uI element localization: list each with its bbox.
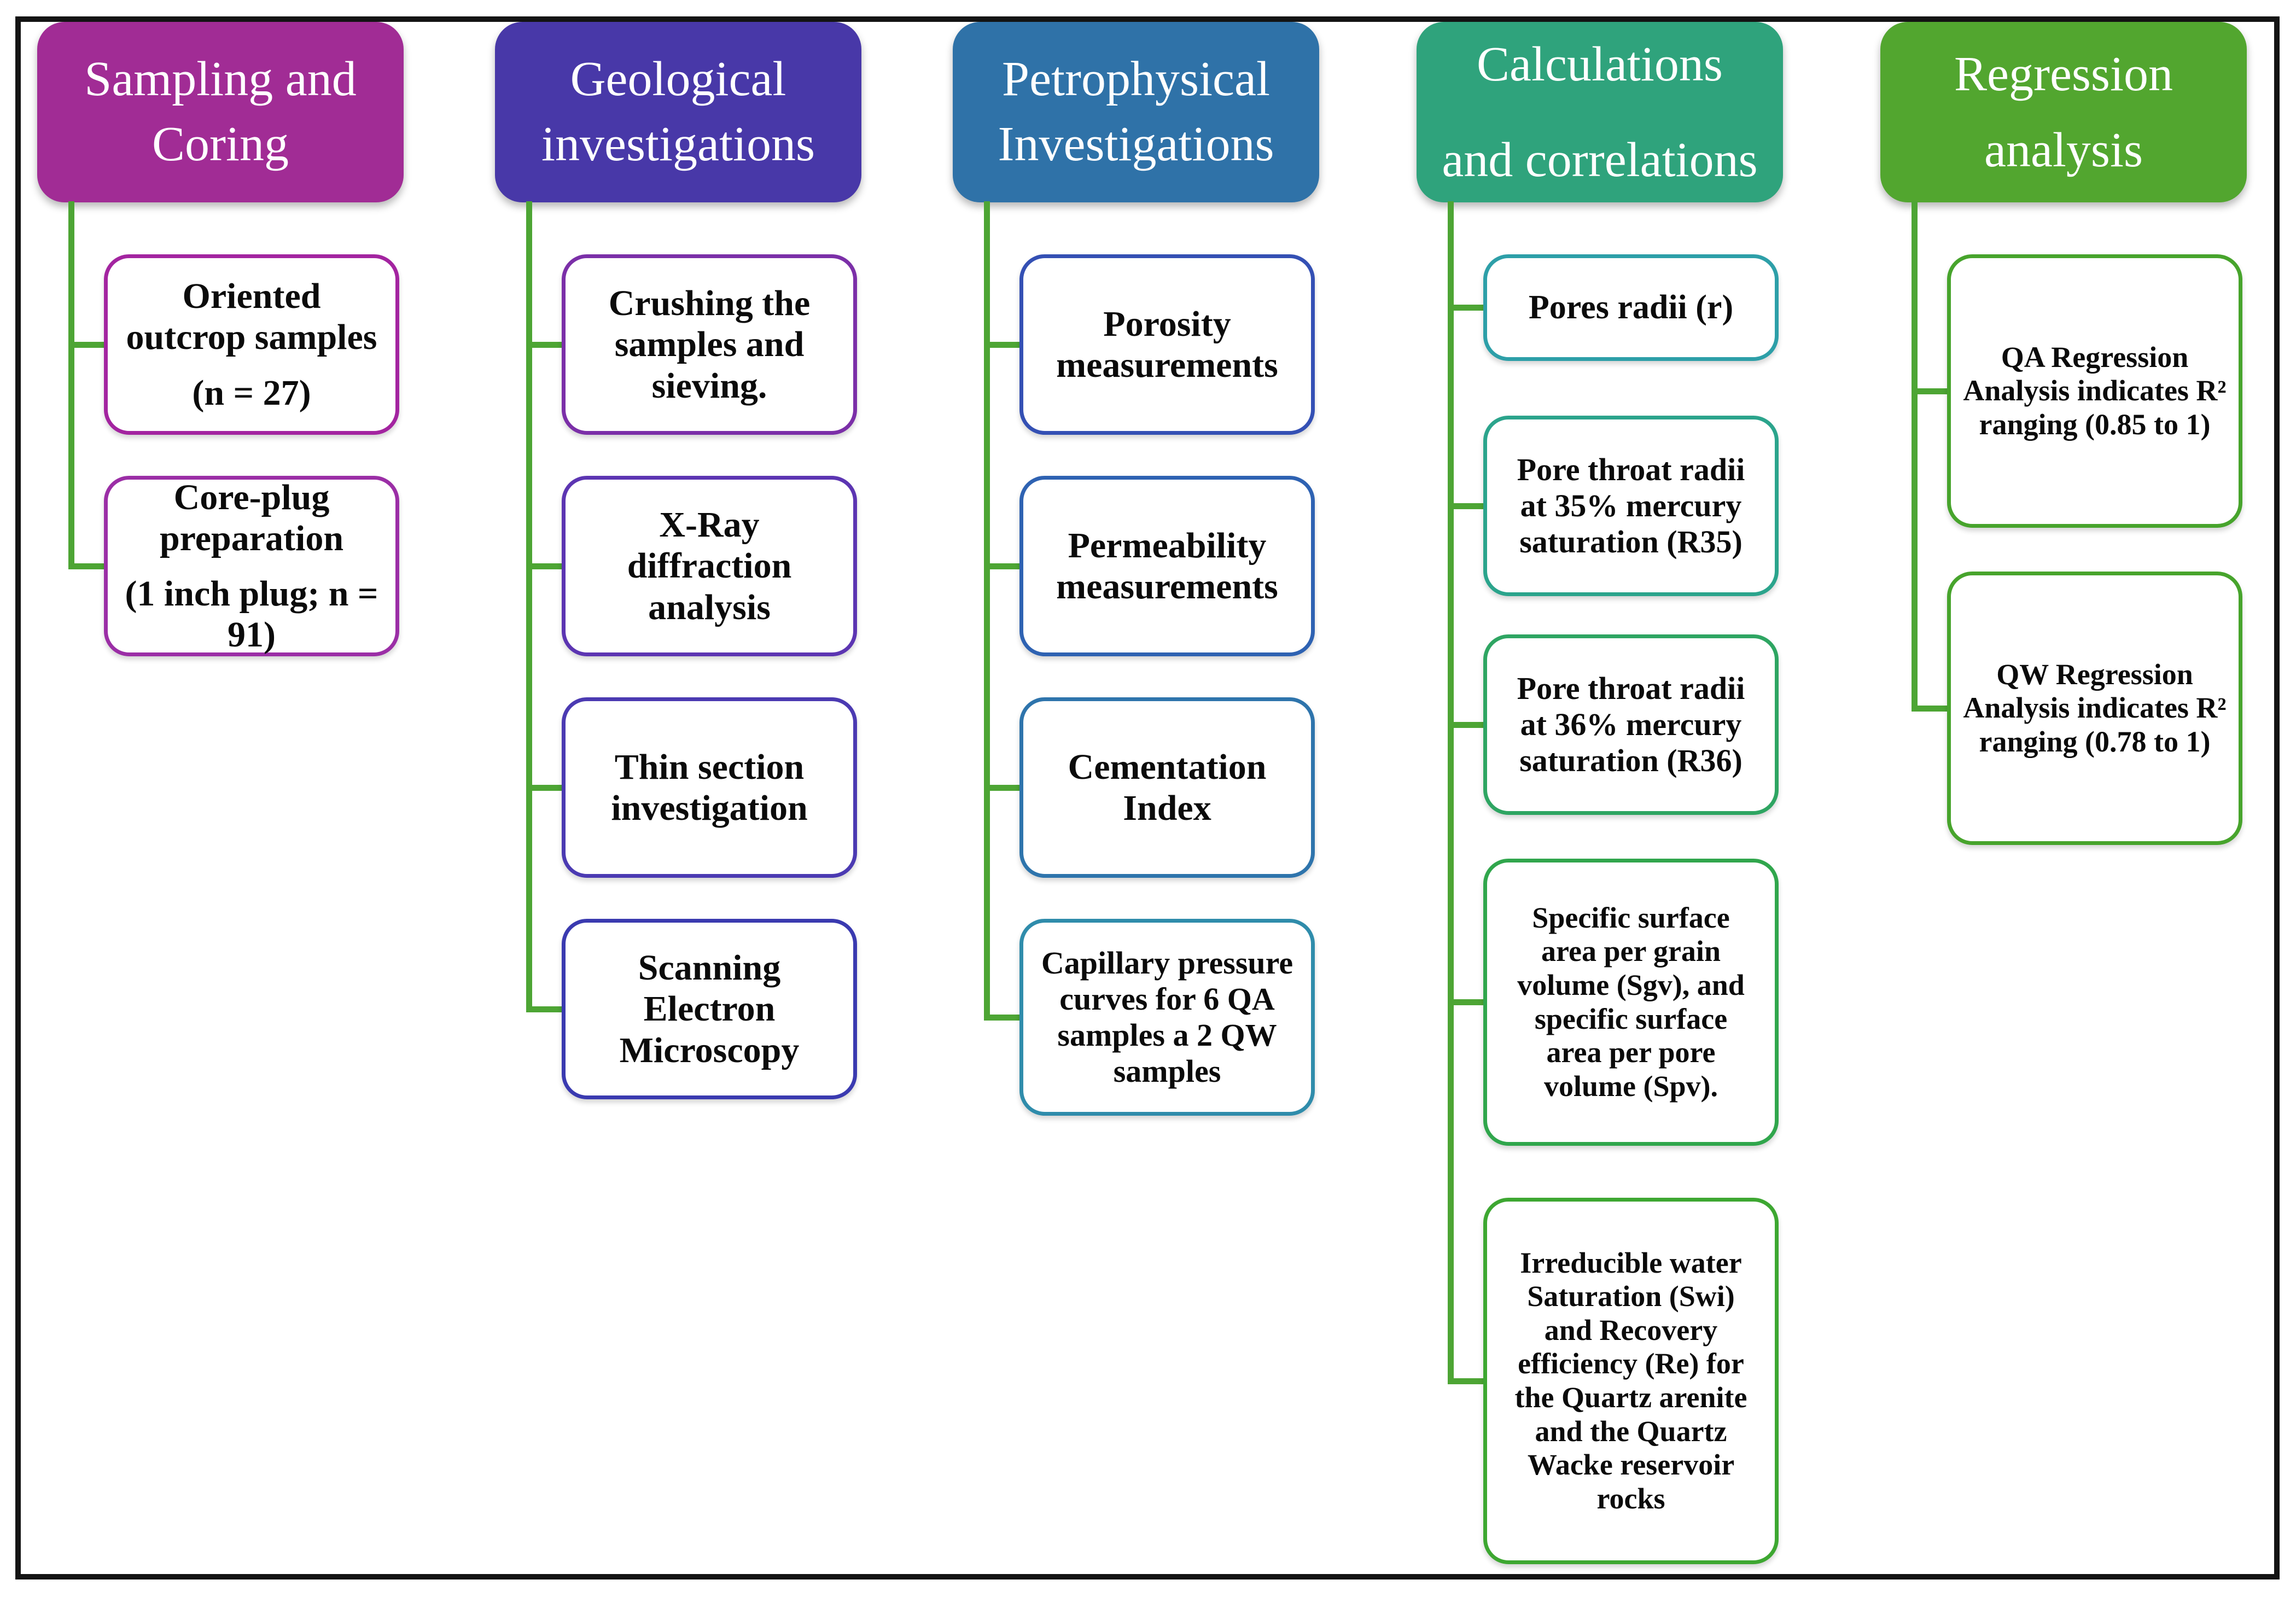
node-label: Irreducible water Saturation (Swi) and R… bbox=[1514, 1246, 1747, 1515]
node-label: QA Regression Analysis indicates R² rang… bbox=[1963, 340, 2227, 441]
connector-branch bbox=[984, 342, 1021, 348]
node-porosity-measurements: Porosity measurements bbox=[1019, 254, 1315, 435]
connector-trunk bbox=[984, 201, 990, 1021]
node-crushing-sieving: Crushing the samples and sieving. bbox=[562, 254, 857, 435]
connector-branch bbox=[1448, 1378, 1485, 1384]
node-sgv-spv: Specific surface area per grain volume (… bbox=[1483, 859, 1779, 1146]
node-label: Cementation Index bbox=[1068, 747, 1267, 828]
connector-branch bbox=[1448, 722, 1485, 728]
node-label: Core-plug preparation bbox=[159, 477, 344, 558]
connector-trunk bbox=[1912, 201, 1918, 712]
connector-branch bbox=[526, 563, 563, 569]
connector-trunk bbox=[68, 201, 74, 569]
node-qa-regression: QA Regression Analysis indicates R² rang… bbox=[1947, 254, 2242, 528]
header-line: and correlations bbox=[1442, 133, 1758, 187]
node-core-plug-preparation: Core-plug preparation (1 inch plug; n = … bbox=[104, 476, 399, 656]
node-label: Pores radii (r) bbox=[1528, 289, 1734, 327]
node-label: Scanning Electron Microscopy bbox=[619, 948, 800, 1070]
column-petrophysical-investigations: Petrophysical Investigations Porosity me… bbox=[953, 0, 1319, 1597]
header-line: Coring bbox=[151, 117, 289, 171]
header-sampling-and-coring: Sampling and Coring bbox=[37, 22, 404, 202]
header-line: Geological bbox=[570, 52, 786, 107]
connector-branch bbox=[984, 563, 1021, 569]
header-calculations-and-correlations: Calculations and correlations bbox=[1417, 22, 1783, 202]
connector-branch bbox=[984, 1015, 1021, 1021]
header-line: Investigations bbox=[998, 117, 1274, 171]
header-geological-investigations: Geological investigations bbox=[495, 22, 861, 202]
node-pore-throat-r36: Pore throat radii at 36% mercury saturat… bbox=[1483, 634, 1779, 815]
header-regression-analysis: Regression analysis bbox=[1880, 22, 2247, 202]
header-line: Calculations bbox=[1477, 37, 1723, 91]
node-cementation-index: Cementation Index bbox=[1019, 697, 1315, 878]
connector-branch bbox=[68, 342, 106, 348]
header-line: Sampling and bbox=[84, 52, 357, 107]
node-label: Oriented outcrop samples bbox=[126, 276, 377, 358]
node-pores-radii: Pores radii (r) bbox=[1483, 254, 1779, 361]
node-oriented-outcrop-samples: Oriented outcrop samples (n = 27) bbox=[104, 254, 399, 435]
connector-branch bbox=[984, 785, 1021, 791]
header-line: Petrophysical bbox=[1002, 52, 1270, 107]
connector-branch bbox=[68, 563, 106, 569]
column-sampling-and-coring: Sampling and Coring Oriented outcrop sam… bbox=[37, 0, 404, 1597]
connector-branch bbox=[526, 785, 563, 791]
connector-branch bbox=[1912, 706, 1949, 712]
column-geological-investigations: Geological investigations Crushing the s… bbox=[495, 0, 861, 1597]
node-label: Porosity measurements bbox=[1056, 304, 1278, 385]
node-label: QW Regression Analysis indicates R² rang… bbox=[1963, 657, 2227, 758]
connector-branch bbox=[526, 342, 563, 348]
connector-branch bbox=[1448, 503, 1485, 509]
node-swi-re: Irreducible water Saturation (Swi) and R… bbox=[1483, 1198, 1779, 1564]
header-petrophysical-investigations: Petrophysical Investigations bbox=[953, 22, 1319, 202]
node-scanning-electron-microscopy: Scanning Electron Microscopy bbox=[562, 919, 857, 1099]
header-line: Regression bbox=[1954, 46, 2173, 101]
node-label: Pore throat radii at 35% mercury saturat… bbox=[1517, 451, 1745, 560]
node-permeability-measurements: Permeability measurements bbox=[1019, 476, 1315, 656]
node-pore-throat-r35: Pore throat radii at 35% mercury saturat… bbox=[1483, 416, 1779, 596]
header-line: analysis bbox=[1984, 123, 2143, 177]
node-label: Permeability measurements bbox=[1056, 525, 1278, 607]
node-label: Specific surface area per grain volume (… bbox=[1517, 901, 1745, 1103]
node-sublabel: (n = 27) bbox=[192, 372, 311, 413]
header-line: investigations bbox=[541, 117, 815, 171]
connector-trunk bbox=[1448, 201, 1454, 1384]
node-label: Thin section investigation bbox=[611, 747, 808, 828]
node-label: Pore throat radii at 36% mercury saturat… bbox=[1517, 670, 1745, 779]
node-thin-section: Thin section investigation bbox=[562, 697, 857, 878]
connector-branch bbox=[1448, 305, 1485, 311]
node-qw-regression: QW Regression Analysis indicates R² rang… bbox=[1947, 572, 2242, 845]
outer-border bbox=[15, 16, 2280, 1579]
connector-branch bbox=[526, 1006, 563, 1012]
node-label: Crushing the samples and sieving. bbox=[608, 283, 811, 406]
connector-trunk bbox=[526, 201, 532, 1012]
connector-branch bbox=[1448, 999, 1485, 1005]
node-label: Capillary pressure curves for 6 QA sampl… bbox=[1041, 945, 1293, 1089]
connector-branch bbox=[1912, 388, 1949, 394]
column-regression-analysis: Regression analysis QA Regression Analys… bbox=[1880, 0, 2247, 1597]
column-calculations-and-correlations: Calculations and correlations Pores radi… bbox=[1417, 0, 1783, 1597]
node-capillary-pressure-curves: Capillary pressure curves for 6 QA sampl… bbox=[1019, 919, 1315, 1116]
node-xray-diffraction: X-Ray diffraction analysis bbox=[562, 476, 857, 656]
node-label: X-Ray diffraction analysis bbox=[627, 505, 792, 627]
node-sublabel: (1 inch plug; n = 91) bbox=[125, 574, 378, 655]
